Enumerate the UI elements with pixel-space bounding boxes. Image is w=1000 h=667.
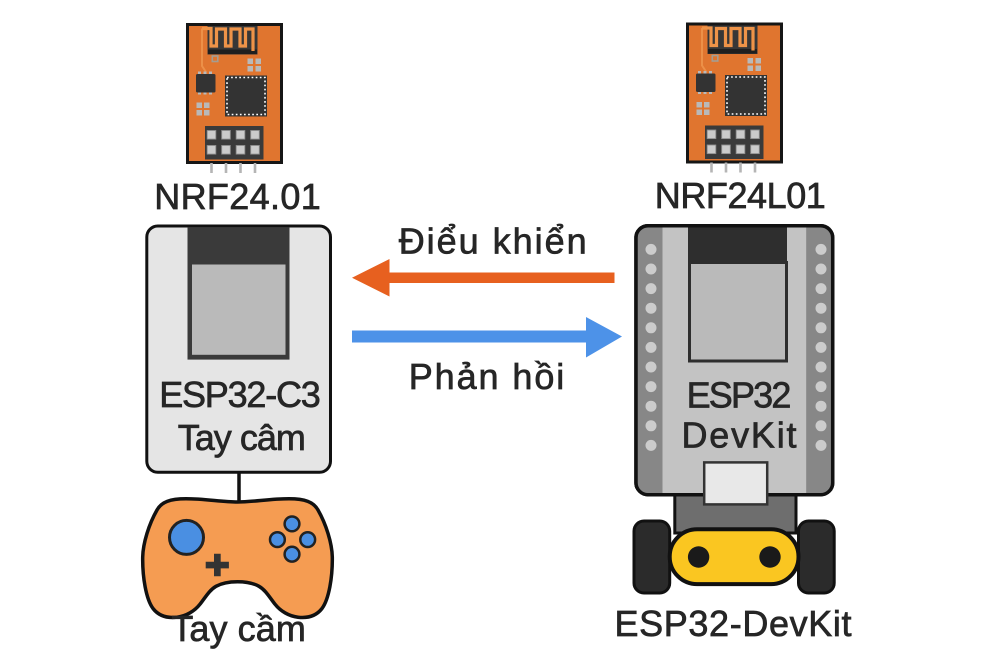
svg-text:ESP32: ESP32 xyxy=(687,374,792,415)
svg-text:Tay câm: Tay câm xyxy=(178,417,306,458)
svg-text:DevKit: DevKit xyxy=(682,414,797,455)
svg-text:ESP32-DevKit: ESP32-DevKit xyxy=(615,603,852,644)
svg-text:Phản hồi: Phản hồi xyxy=(409,356,565,397)
svg-text:NRF24.01: NRF24.01 xyxy=(154,176,321,217)
svg-text:Điểu khiển: Điểu khiển xyxy=(399,221,587,262)
svg-text:ESP32-C3: ESP32-C3 xyxy=(159,374,321,415)
svg-text:NRF24L01: NRF24L01 xyxy=(655,175,826,216)
svg-text:Tay cầm: Tay cầm xyxy=(171,608,306,649)
